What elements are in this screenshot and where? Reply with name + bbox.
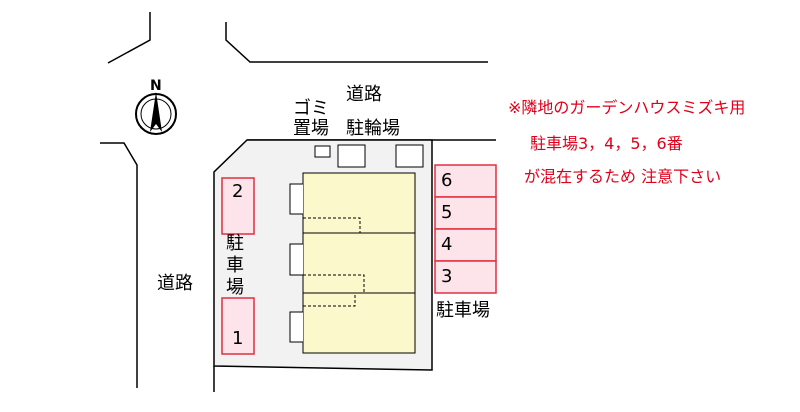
bicycle-rack-marker-1: [337, 144, 366, 168]
parking-left-label: 駐 車 場: [226, 233, 244, 299]
notice-line-1: ※隣地のガーデンハウスミズキ用: [508, 98, 746, 117]
parking-number-2: 2: [232, 181, 244, 202]
garbage-label-line2: 置場: [293, 118, 329, 139]
parking-number-4: 4: [441, 234, 453, 255]
parking-number-5: 5: [441, 202, 453, 223]
parking-space-5: [434, 196, 497, 230]
road-edge-top-right: [225, 22, 488, 63]
garbage-label-line1: ゴミ: [293, 98, 329, 119]
parking-left-char: 車: [226, 255, 244, 276]
parking-space-3: [434, 260, 497, 294]
parking-number-3: 3: [441, 266, 453, 287]
bicycle-rack-marker-2: [395, 144, 424, 168]
road-top-label: 道路: [346, 84, 382, 105]
parking-number-1: 1: [232, 328, 244, 349]
parking-space-1: [221, 297, 255, 355]
compass-north-label: N: [150, 78, 162, 94]
road-left-label: 道路: [157, 273, 193, 294]
parking-space-4: [434, 228, 497, 262]
parking-space-2: [221, 177, 255, 235]
garbage-area-marker: [314, 145, 331, 158]
apartment-building: [289, 172, 416, 354]
parking-left-char: 駐: [226, 233, 244, 254]
parking-right-label: 駐車場: [436, 300, 490, 321]
road-edge-left-mid: [100, 142, 138, 388]
notice-line-2: 駐車場3，4，5，6番: [530, 134, 683, 153]
parking-left-char: 場: [226, 277, 244, 298]
bicycle-parking-label: 駐輪場: [346, 118, 400, 139]
road-edge-top-left: [107, 12, 151, 64]
parking-number-6: 6: [441, 170, 453, 191]
compass-icon: [135, 92, 177, 135]
notice-line-3: が混在するため 注意下さい: [524, 167, 722, 186]
